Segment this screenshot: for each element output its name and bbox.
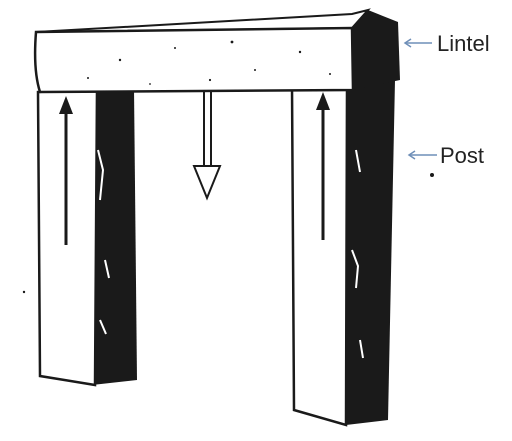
force-arrows — [59, 92, 330, 245]
left-post — [36, 86, 137, 387]
right-post-side-face — [345, 80, 395, 425]
post-label-group: Post — [407, 143, 484, 168]
lintel-label-group: Lintel — [403, 31, 490, 56]
lintel-stone — [33, 8, 400, 94]
load-down-arrow — [192, 92, 222, 201]
lintel-label: Lintel — [437, 31, 490, 56]
left-post-side-face — [92, 88, 137, 385]
lintel-texture — [87, 40, 331, 85]
right-support-arrow — [316, 92, 330, 240]
post-label: Post — [440, 143, 484, 168]
stray-speck — [430, 173, 434, 177]
left-support-arrow — [59, 96, 73, 245]
right-post-front-face — [290, 84, 349, 427]
right-post — [290, 80, 395, 427]
lintel-front-face — [33, 26, 355, 94]
stray-speck — [22, 290, 26, 294]
lintel-end-face — [352, 10, 400, 90]
